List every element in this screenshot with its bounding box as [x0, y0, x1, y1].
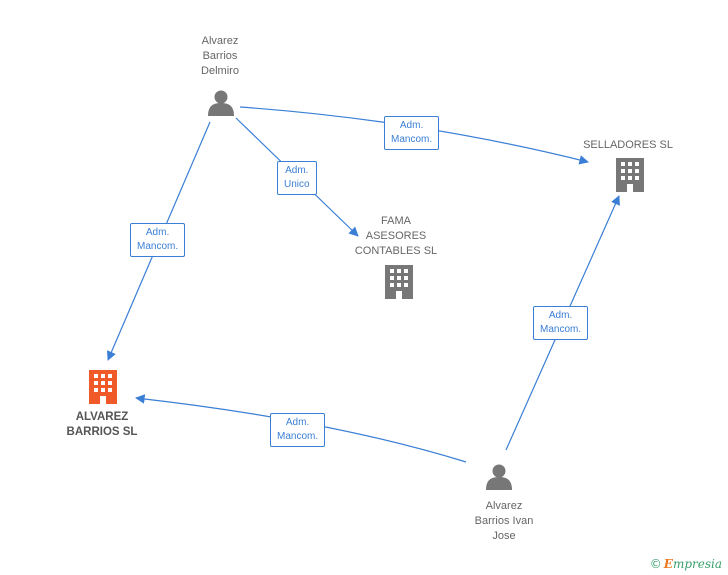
person-icon[interactable]: [486, 464, 512, 491]
copyright-icon: ©: [649, 557, 662, 571]
edge-label-ivan-alvarez[interactable]: Adm. Mancom.: [270, 413, 326, 447]
person-icon[interactable]: [208, 90, 234, 117]
node-label-alvarez-barrios-sl[interactable]: ALVAREZ BARRIOS SL: [66, 411, 138, 438]
node-label-ivan[interactable]: Alvarez Barrios Ivan Jose: [474, 500, 534, 542]
edge-label-delmiro-alvarez[interactable]: Adm. Mancom.: [130, 223, 186, 257]
building-icon[interactable]: [616, 158, 644, 192]
brand-initial: E: [663, 557, 673, 571]
edge-label-delmiro-selladores[interactable]: Adm. Mancom.: [384, 116, 440, 150]
node-label-delmiro[interactable]: Alvarez Barrios Delmiro: [201, 35, 239, 77]
edge-label-ivan-selladores[interactable]: Adm. Mancom.: [533, 306, 589, 340]
brand-name: mpresia: [672, 557, 722, 571]
building-icon[interactable]: [89, 370, 117, 404]
node-label-fama[interactable]: FAMA ASESORES CONTABLES SL: [354, 215, 438, 257]
edge-label-delmiro-fama[interactable]: Adm. Unico: [277, 161, 317, 195]
node-label-selladores[interactable]: SELLADORES SL: [583, 139, 673, 151]
brand-logo: ©Empresia: [650, 557, 722, 571]
building-icon[interactable]: [385, 265, 413, 299]
